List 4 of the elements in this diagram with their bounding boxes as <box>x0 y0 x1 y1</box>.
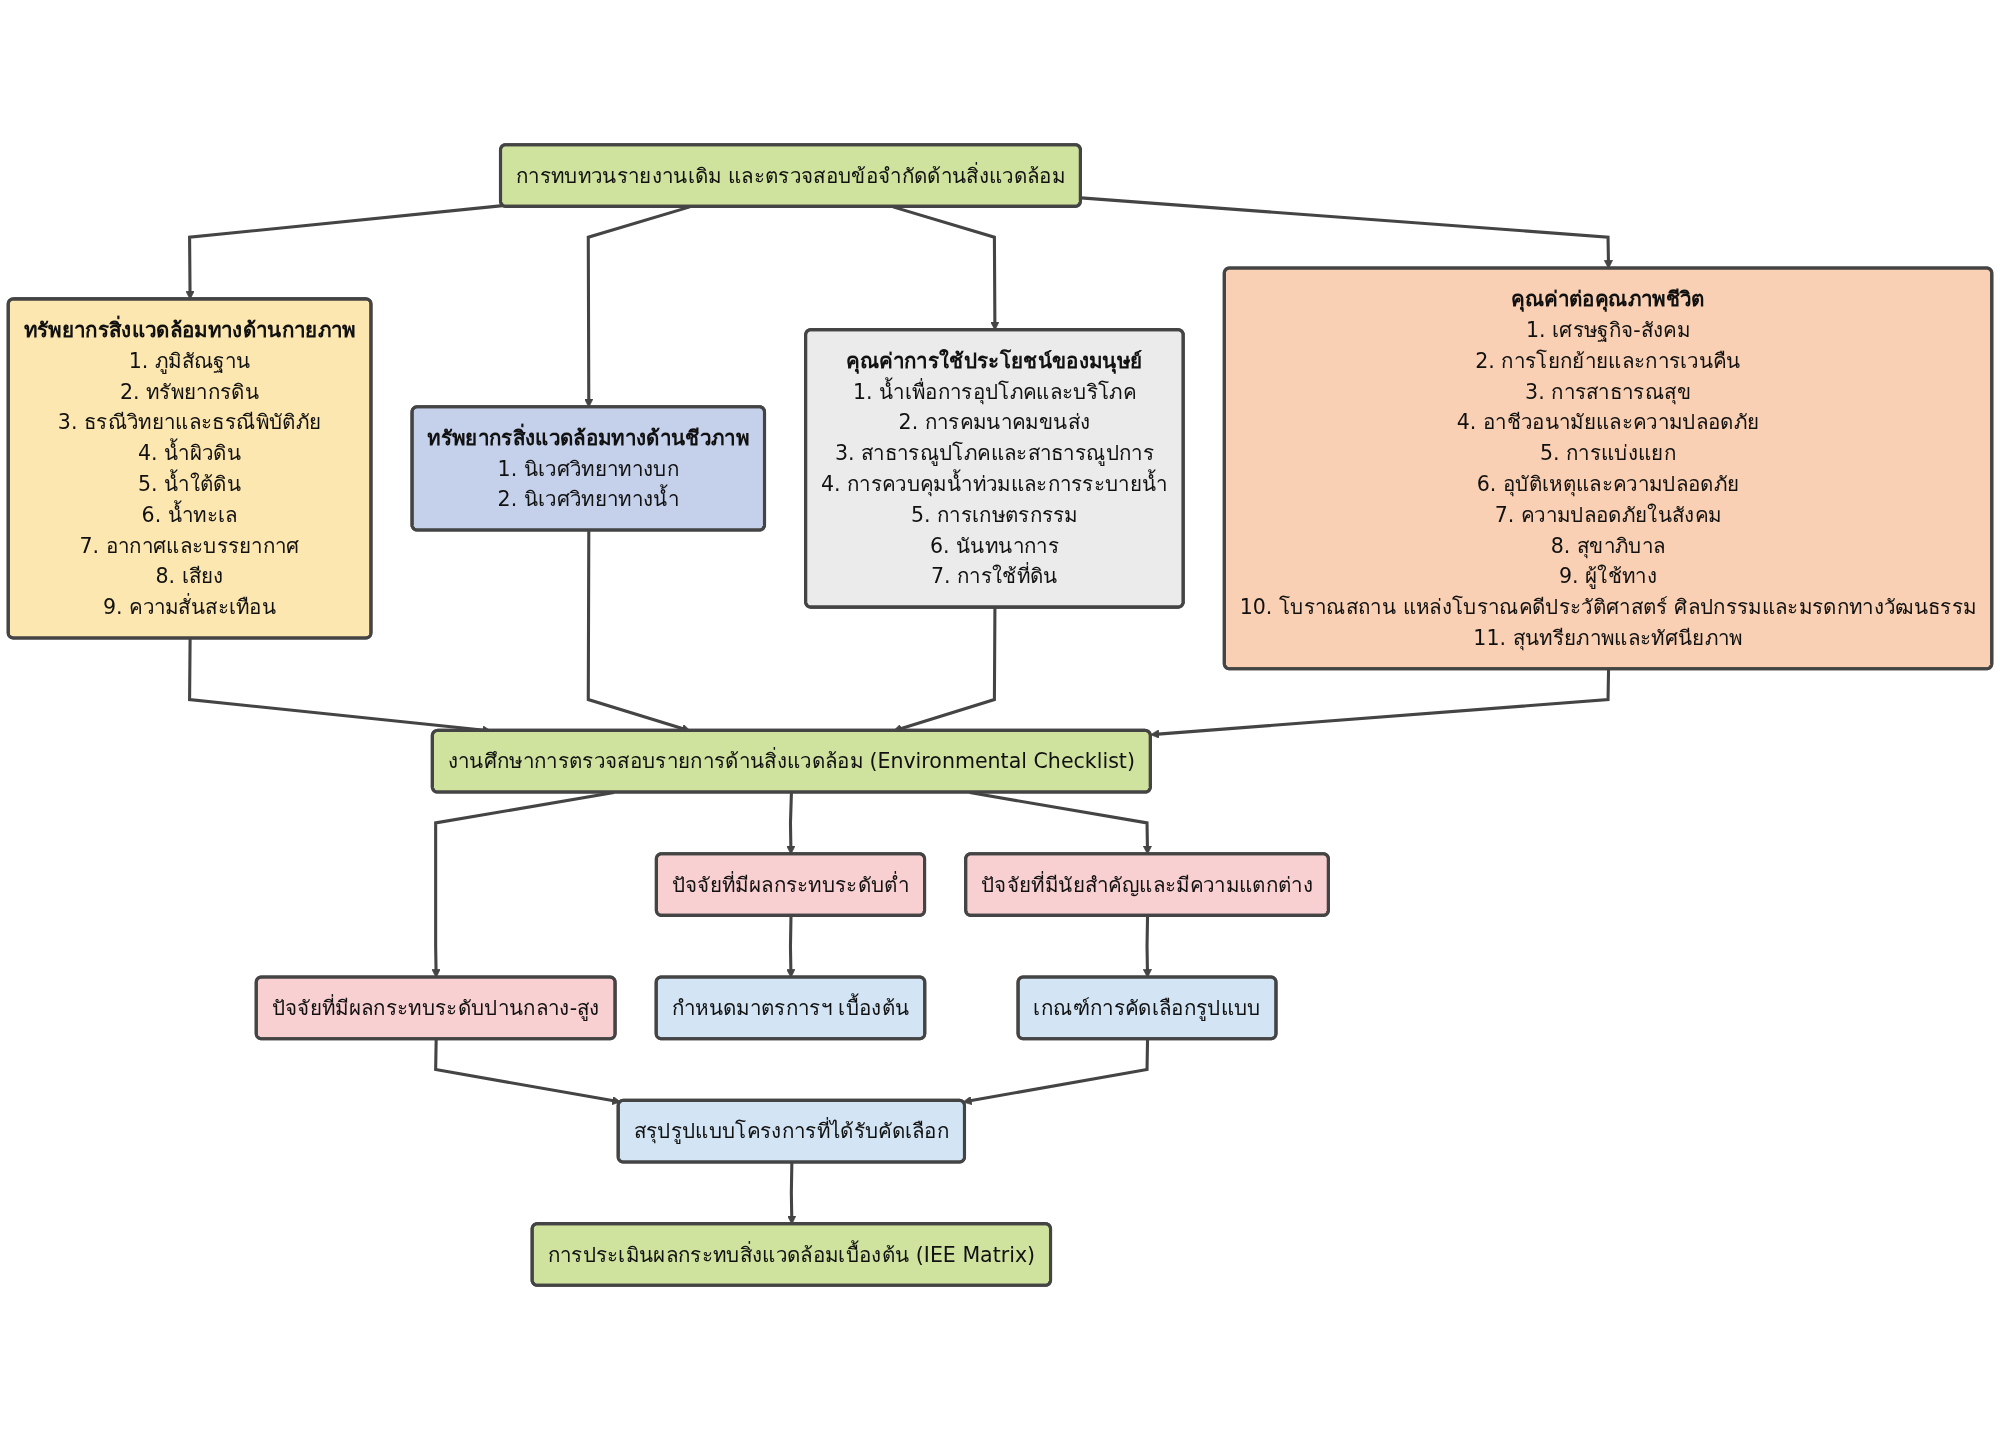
arrow <box>1142 915 1152 978</box>
arrow <box>962 1039 1150 1106</box>
arrow <box>1150 669 1611 739</box>
arrow <box>786 915 796 978</box>
